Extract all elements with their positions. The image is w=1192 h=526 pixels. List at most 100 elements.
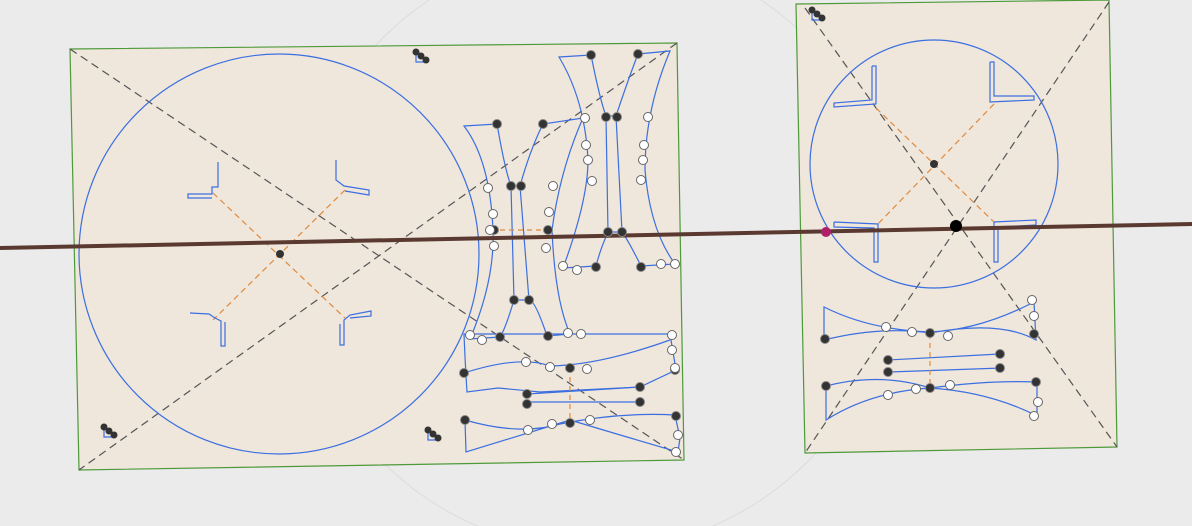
- left-sheet[interactable]: [69, 42, 685, 471]
- sketch-point-open-icon[interactable]: [1033, 397, 1043, 407]
- sketch-point-open-icon[interactable]: [643, 112, 653, 122]
- sketch-point-icon[interactable]: [495, 332, 505, 342]
- sketch-point-open-icon[interactable]: [673, 430, 683, 440]
- sketch-point-icon[interactable]: [586, 50, 596, 60]
- sketch-point-open-icon[interactable]: [671, 447, 681, 457]
- sketch-point-open-icon[interactable]: [489, 241, 499, 251]
- sketch-point-icon[interactable]: [995, 363, 1005, 373]
- left-profile-pin-1-inner[interactable]: [510, 185, 530, 301]
- sketch-point-icon[interactable]: [1031, 377, 1041, 387]
- sketch-point-open-icon[interactable]: [563, 328, 573, 338]
- sketch-point-open-icon[interactable]: [907, 327, 917, 337]
- sketch-point-open-icon[interactable]: [883, 390, 893, 400]
- sketch-point-open-icon[interactable]: [483, 183, 493, 193]
- sketch-point-icon[interactable]: [459, 368, 469, 378]
- sketch-point-icon[interactable]: [543, 225, 553, 235]
- sketch-point-open-icon[interactable]: [667, 330, 677, 340]
- sketch-point-icon[interactable]: [820, 334, 830, 344]
- fixed-constraint-icon[interactable]: [424, 426, 442, 442]
- sketch-point-icon[interactable]: [565, 418, 575, 428]
- sketch-point-open-icon[interactable]: [667, 345, 677, 355]
- right-profile-pin-1[interactable]: [823, 301, 1037, 342]
- sketch-point-icon[interactable]: [635, 397, 645, 407]
- sketch-point-open-icon[interactable]: [541, 243, 551, 253]
- sketch-point-icon[interactable]: [565, 363, 575, 373]
- fixed-constraint-icon[interactable]: [412, 48, 430, 64]
- sketch-point-open-icon[interactable]: [485, 225, 495, 235]
- fixed-constraint-icon[interactable]: [808, 6, 826, 22]
- sketch-point-icon[interactable]: [633, 49, 643, 59]
- sketch-point-icon[interactable]: [925, 383, 935, 393]
- sketch-point-icon[interactable]: [543, 331, 553, 341]
- right-corner-marker-bl[interactable]: [833, 221, 879, 263]
- sketch-point-icon[interactable]: [492, 119, 502, 129]
- axis-line[interactable]: [0, 222, 1192, 250]
- sketch-point-open-icon[interactable]: [943, 331, 953, 341]
- sketch-point-open-icon[interactable]: [572, 265, 582, 275]
- sketch-point-icon[interactable]: [509, 295, 519, 305]
- sketch-point-open-icon[interactable]: [581, 140, 591, 150]
- left-corner-marker-br[interactable]: [339, 310, 372, 346]
- sketch-point-icon[interactable]: [601, 112, 611, 122]
- sketch-point-open-icon[interactable]: [1029, 411, 1039, 421]
- sketch-points[interactable]: [459, 49, 1043, 457]
- sketch-point-icon[interactable]: [671, 411, 681, 421]
- sketch-point-open-icon[interactable]: [548, 181, 558, 191]
- sketch-point-icon[interactable]: [516, 181, 526, 191]
- sketch-point-icon[interactable]: [460, 415, 470, 425]
- sketch-point-open-icon[interactable]: [544, 207, 554, 217]
- sketch-point-open-icon[interactable]: [911, 384, 921, 394]
- sketch-point-open-icon[interactable]: [881, 322, 891, 332]
- sketch-point-open-icon[interactable]: [576, 329, 586, 339]
- sketch-point-icon[interactable]: [1029, 329, 1039, 339]
- sketch-point-open-icon[interactable]: [656, 259, 666, 269]
- sketch-point-open-icon[interactable]: [547, 419, 557, 429]
- sketch-point-icon[interactable]: [538, 119, 548, 129]
- sketch-point-icon[interactable]: [925, 328, 935, 338]
- sketch-point-icon[interactable]: [635, 382, 645, 392]
- left-big-circle[interactable]: [78, 53, 480, 455]
- sketch-point-icon[interactable]: [522, 399, 532, 409]
- right-corner-marker-tl[interactable]: [833, 65, 877, 108]
- sketch-point-icon[interactable]: [883, 367, 893, 377]
- sketch-point-icon[interactable]: [612, 112, 622, 122]
- sketch-point-open-icon[interactable]: [587, 176, 597, 186]
- sketch-point-open-icon[interactable]: [523, 425, 533, 435]
- sketch-point-open-icon[interactable]: [477, 335, 487, 345]
- sketch-point-icon[interactable]: [636, 262, 646, 272]
- left-corner-marker-tr[interactable]: [335, 160, 370, 196]
- sketch-point-open-icon[interactable]: [670, 259, 680, 269]
- sketch-point-open-icon[interactable]: [521, 357, 531, 367]
- right-profile-pin-1-inner[interactable]: [887, 353, 1003, 373]
- left-profile-pin-3[interactable]: [463, 333, 677, 393]
- sketch-point-icon[interactable]: [821, 381, 831, 391]
- sketch-point-icon[interactable]: [617, 227, 627, 237]
- sketch-point-open-icon[interactable]: [585, 415, 595, 425]
- sketch-point-open-icon[interactable]: [580, 113, 590, 123]
- sketch-point-open-icon[interactable]: [558, 261, 568, 271]
- sketch-point-open-icon[interactable]: [583, 155, 593, 165]
- right-circle[interactable]: [809, 39, 1059, 289]
- sketch-point-icon[interactable]: [524, 295, 534, 305]
- sketch-point-open-icon[interactable]: [465, 330, 475, 340]
- sketch-point-icon[interactable]: [506, 181, 516, 191]
- sketch-point-icon[interactable]: [603, 227, 613, 237]
- sketch-point-icon[interactable]: [522, 389, 532, 399]
- sketch-point-icon[interactable]: [883, 355, 893, 365]
- sketch-point-open-icon[interactable]: [636, 175, 646, 185]
- sketch-point-icon[interactable]: [930, 160, 938, 168]
- selected-point-icon[interactable]: [950, 220, 962, 232]
- sketch-point-icon[interactable]: [591, 262, 601, 272]
- sketch-point-open-icon[interactable]: [638, 155, 648, 165]
- sketch-point-open-icon[interactable]: [670, 363, 680, 373]
- right-corner-marker-tr[interactable]: [989, 61, 1035, 103]
- sketch-point-open-icon[interactable]: [945, 380, 955, 390]
- sketch-point-icon[interactable]: [276, 250, 284, 258]
- fixed-constraint-icon[interactable]: [100, 423, 118, 439]
- sketch-point-open-icon[interactable]: [1029, 311, 1039, 321]
- left-corner-marker-bl[interactable]: [189, 312, 226, 347]
- sketch-point-open-icon[interactable]: [639, 140, 649, 150]
- sketch-point-open-icon[interactable]: [545, 362, 555, 372]
